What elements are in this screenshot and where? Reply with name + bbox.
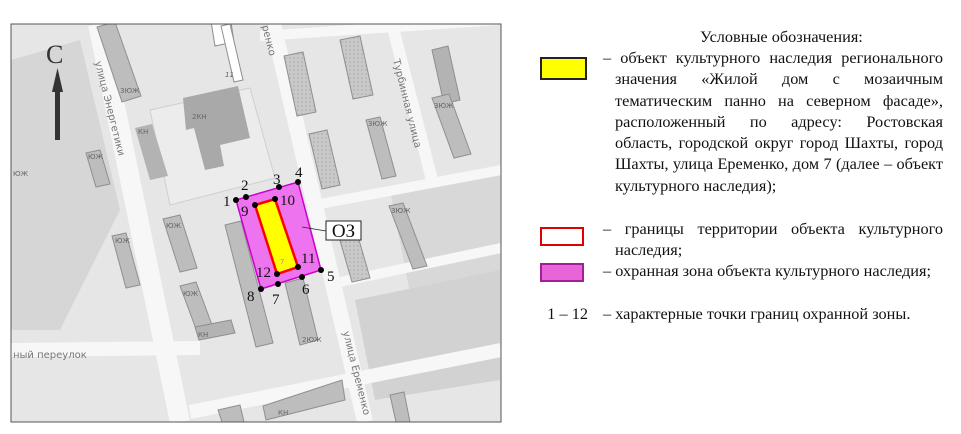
building [262, 379, 346, 421]
boundary-point-4 [295, 179, 301, 185]
streets [11, 24, 501, 422]
point-label: 4 [295, 165, 303, 181]
building-label: 2КН [192, 113, 207, 121]
boundary-point-12 [274, 271, 280, 277]
building-label: КН [138, 128, 148, 136]
north-arrow-icon [52, 68, 63, 140]
building-label: ЮЖ [115, 237, 131, 245]
boundary-points [233, 179, 324, 292]
building [111, 232, 141, 289]
building-label: 3ЮЖ [434, 102, 454, 110]
point-labels: 1 2 3 4 5 6 7 8 9 10 11 12 [223, 165, 335, 308]
building [284, 277, 319, 346]
street-pereulok [11, 341, 201, 357]
point-label: 2 [241, 178, 249, 194]
building [135, 124, 168, 180]
point-label: 7 [272, 292, 280, 308]
boundary-point-1 [233, 197, 239, 203]
building-label: ЮЖ [13, 170, 29, 178]
legend-text: – границы территории объекта культурного… [603, 219, 943, 260]
zone-leader-line [301, 226, 327, 232]
building-label: 3ЮЖ [391, 207, 411, 215]
building-label: 3ЮЖ [120, 87, 140, 95]
boundary-point-9 [252, 202, 258, 208]
building-label: ЮЖ [166, 222, 182, 230]
building [162, 214, 198, 273]
street-eremenko [265, 24, 373, 422]
point-label: 11 [301, 251, 315, 267]
building-label: 3ЮЖ [368, 120, 388, 128]
building [389, 391, 411, 422]
building [96, 24, 142, 103]
building-planned [339, 35, 374, 100]
point-label: 10 [280, 193, 295, 209]
buildings [85, 24, 472, 422]
street [319, 165, 501, 209]
building-label: ЮЖ [183, 290, 199, 298]
boundary-point-3 [276, 184, 282, 190]
building-label: КН [198, 331, 208, 339]
yellow-swatch-icon [540, 57, 587, 80]
building [194, 319, 236, 341]
building-label: 2ЮЖ [302, 336, 322, 344]
boundary-point-7 [275, 281, 281, 287]
street [259, 24, 501, 41]
building [365, 116, 397, 180]
point-label: 6 [302, 282, 310, 298]
building-planned [308, 129, 341, 190]
point-label: 9 [241, 204, 249, 220]
zone-label: ОЗ [332, 221, 355, 242]
point-label: 1 [223, 194, 231, 210]
boundary-point-11 [295, 264, 301, 270]
street-energetikov [88, 24, 190, 422]
map-frame [10, 23, 502, 423]
point-label: 5 [327, 269, 335, 285]
building [217, 404, 245, 422]
street-label-pereulok: ный переулок [13, 350, 87, 361]
building [431, 93, 472, 159]
building-label: 11 [225, 71, 234, 79]
building [220, 24, 244, 83]
building-planned [283, 51, 317, 117]
building [431, 45, 461, 105]
legend-title: Условные обозначения: [700, 27, 863, 46]
legend-text: – характерные точки границ охранной зоны… [603, 304, 911, 323]
block [11, 40, 120, 330]
building [183, 86, 250, 170]
red-outline-swatch-icon [540, 227, 584, 246]
boundary-point-6 [299, 274, 305, 280]
point-label: 8 [247, 289, 255, 305]
boundary-point-8 [258, 286, 264, 292]
point-label: 3 [273, 172, 281, 188]
building-label: КН [278, 409, 288, 417]
legend-text: – объект культурного наследия региональн… [603, 48, 943, 195]
building-label: 7 [280, 258, 284, 266]
street-turbinnaya [386, 24, 438, 182]
building [85, 149, 111, 188]
boundary-point-2 [243, 194, 249, 200]
building-tall [224, 220, 274, 348]
building-label: ЮЖ [88, 153, 104, 161]
boundary-point-10 [272, 196, 278, 202]
building [388, 202, 428, 270]
point-label: 12 [256, 265, 271, 281]
street [188, 343, 501, 419]
boundary-point-5 [318, 267, 324, 273]
north-label: С [46, 40, 63, 69]
pink-swatch-icon [540, 263, 584, 282]
legend-text: – охранная зона объекта культурного насл… [603, 261, 931, 280]
legend-key: 1 – 12 [547, 304, 588, 323]
zone-label-box [325, 220, 362, 241]
